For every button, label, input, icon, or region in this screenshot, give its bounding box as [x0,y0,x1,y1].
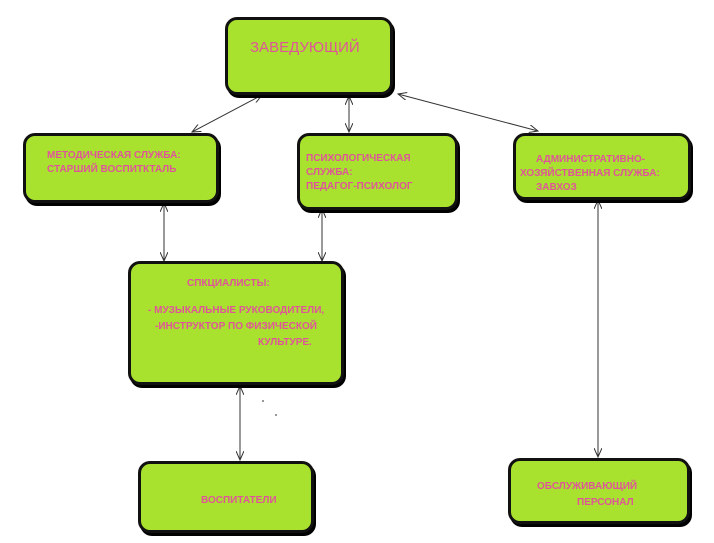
node-psych-line3: ПЕДАГОГ-ПСИХОЛОГ [306,181,413,192]
connector-head-methodical [192,95,262,132]
node-service: ОБСЛУЖИВАЮЩИЙ ПЕРСОНАЛ [508,458,690,524]
node-methodical-line1: МЕТОДИЧЕСКАЯ СЛУЖБА: [47,150,181,161]
node-specialists-line3: КУЛЬТУРЕ. [258,337,312,348]
stray-dot [275,414,277,416]
node-specialists-line2: -ИНСТРУКТОР ПО ФИЗИЧЕСКОЙ [155,321,317,332]
node-methodical-line2: СТАРШИЙ ВОСПИТКТАЛЬ [47,164,177,175]
node-methodical: МЕТОДИЧЕСКАЯ СЛУЖБА: СТАРШИЙ ВОСПИТКТАЛЬ [23,133,219,203]
node-service-line2: ПЕРСОНАЛ [577,497,634,508]
node-head: ЗАВЕДУЮЩИЙ [225,17,393,95]
node-admin: АДМИНИСТРАТИВНО- ХОЗЯЙСТВЕННАЯ СЛУЖБА: З… [513,133,691,200]
node-educators: ВОСПИТАТЕЛИ [138,461,314,533]
node-service-line1: ОБСЛУЖИВАЮЩИЙ [537,481,638,492]
node-admin-line2: ХОЗЯЙСТВЕННАЯ СЛУЖБА: [520,168,660,179]
node-educators-label: ВОСПИТАТЕЛИ [201,495,277,506]
node-admin-line1: АДМИНИСТРАТИВНО- [536,154,646,165]
connector-head-admin [398,94,538,131]
node-specialists-line1: - МУЗЫКАЛЬНЫЕ РУКОВОДИТЕЛИ, [148,305,325,316]
stray-dot [262,400,264,402]
node-specialists: СПКЦИАЛИСТЫ: - МУЗЫКАЛЬНЫЕ РУКОВОДИТЕЛИ,… [128,261,344,385]
node-admin-line3: ЗАВХОЗ [536,182,577,193]
node-specialists-title: СПКЦИАЛИСТЫ: [187,278,270,289]
node-psych-line2: СЛУЖБА: [306,167,353,178]
node-psych-line1: ПСИХОЛОГИЧЕСКАЯ [306,153,411,164]
node-head-label: ЗАВЕДУЮЩИЙ [250,39,360,56]
node-psych: ПСИХОЛОГИЧЕСКАЯ СЛУЖБА: ПЕДАГОГ-ПСИХОЛОГ [297,133,458,210]
